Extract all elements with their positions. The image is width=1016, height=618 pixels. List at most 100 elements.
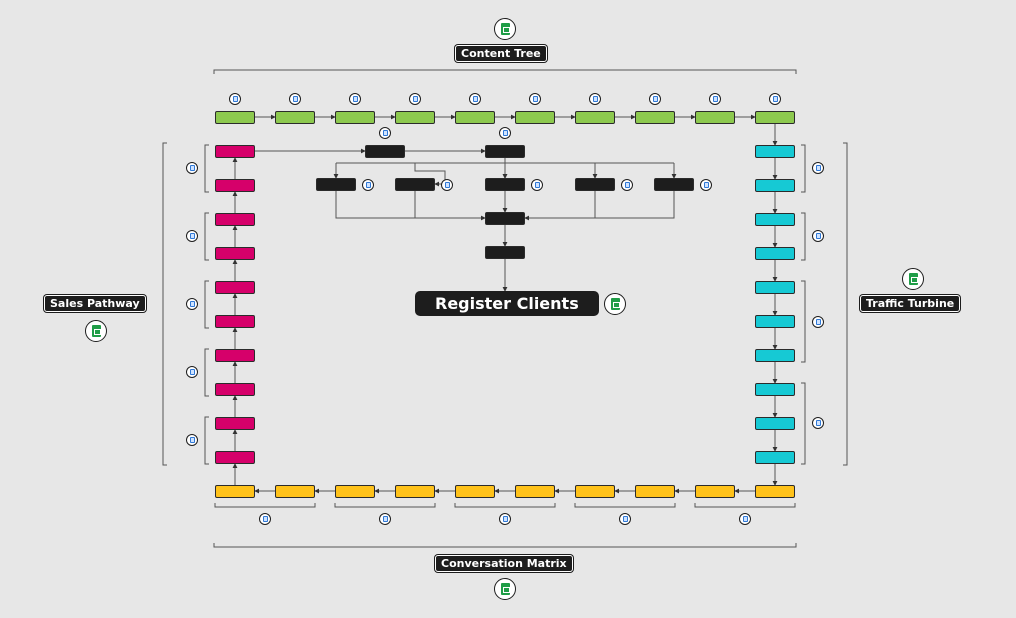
- content-doc-icon-5[interactable]: [469, 93, 481, 105]
- content-node-4[interactable]: [395, 111, 435, 124]
- core-step-1[interactable]: [316, 178, 356, 191]
- sales-node-2[interactable]: [215, 417, 255, 430]
- conversation-doc-icon-3[interactable]: [499, 513, 511, 525]
- content-doc-icon-10[interactable]: [769, 93, 781, 105]
- traffic-node-6[interactable]: [755, 315, 795, 328]
- conversation-node-10[interactable]: [215, 485, 255, 498]
- conversation-node-2[interactable]: [695, 485, 735, 498]
- core-link: [335, 191, 486, 221]
- core-step-2[interactable]: [395, 178, 435, 191]
- content-doc-icon-3[interactable]: [349, 93, 361, 105]
- register-clients-title: Register Clients: [415, 291, 599, 316]
- content-node-6[interactable]: [515, 111, 555, 124]
- conversation-node-3[interactable]: [635, 485, 675, 498]
- traffic-turbine-sheet-icon[interactable]: [902, 268, 924, 290]
- core-node-b[interactable]: [485, 145, 525, 158]
- traffic-node-9[interactable]: [755, 417, 795, 430]
- sales-node-4[interactable]: [215, 349, 255, 362]
- conversation-doc-icon-1[interactable]: [739, 513, 751, 525]
- traffic-node-2[interactable]: [755, 179, 795, 192]
- traffic-node-5[interactable]: [755, 281, 795, 294]
- conversation-node-7[interactable]: [395, 485, 435, 498]
- content-node-2[interactable]: [275, 111, 315, 124]
- sales-pathway-sheet-icon[interactable]: [85, 320, 107, 342]
- traffic-doc-icon-1[interactable]: [812, 162, 824, 174]
- core-final-node[interactable]: [485, 246, 525, 259]
- conversation-group-bracket: [454, 503, 556, 508]
- sales-group-bracket: [204, 144, 209, 193]
- traffic-node-7[interactable]: [755, 349, 795, 362]
- conversation-node-6[interactable]: [455, 485, 495, 498]
- sales-node-3[interactable]: [215, 383, 255, 396]
- sales-node-1[interactable]: [215, 451, 255, 464]
- content-doc-icon-2[interactable]: [289, 93, 301, 105]
- core-node-a[interactable]: [365, 145, 405, 158]
- content-node-7[interactable]: [575, 111, 615, 124]
- conversation-node-8[interactable]: [335, 485, 375, 498]
- conversation-doc-icon-4[interactable]: [379, 513, 391, 525]
- core-merge-node[interactable]: [485, 212, 525, 225]
- content-node-1[interactable]: [215, 111, 255, 124]
- traffic-doc-icon-4[interactable]: [812, 417, 824, 429]
- core-step-doc-icon-1[interactable]: [362, 179, 374, 191]
- sales-doc-icon-4[interactable]: [186, 366, 198, 378]
- core-doc-icon-a[interactable]: [379, 127, 391, 139]
- sales-doc-icon-1[interactable]: [186, 162, 198, 174]
- content-node-8[interactable]: [635, 111, 675, 124]
- sales-pathway-label: Sales Pathway: [44, 295, 146, 312]
- conversation-group-bracket: [214, 503, 316, 508]
- sales-doc-icon-5[interactable]: [186, 434, 198, 446]
- sales-bracket: [162, 142, 167, 466]
- sales-node-5[interactable]: [215, 315, 255, 328]
- content-doc-icon-6[interactable]: [529, 93, 541, 105]
- conversation-group-bracket: [574, 503, 676, 508]
- sales-node-10[interactable]: [215, 145, 255, 158]
- sales-doc-icon-2[interactable]: [186, 230, 198, 242]
- core-step-doc-icon-3[interactable]: [531, 179, 543, 191]
- conversation-node-1[interactable]: [755, 485, 795, 498]
- sales-node-8[interactable]: [215, 213, 255, 226]
- content-tree-sheet-icon[interactable]: [494, 18, 516, 40]
- traffic-node-8[interactable]: [755, 383, 795, 396]
- core-step-doc-icon-4[interactable]: [621, 179, 633, 191]
- traffic-bracket: [843, 142, 848, 466]
- content-node-10[interactable]: [755, 111, 795, 124]
- conversation-node-5[interactable]: [515, 485, 555, 498]
- content-doc-icon-1[interactable]: [229, 93, 241, 105]
- traffic-node-3[interactable]: [755, 213, 795, 226]
- sales-node-9[interactable]: [215, 179, 255, 192]
- traffic-doc-icon-2[interactable]: [812, 230, 824, 242]
- sales-node-7[interactable]: [215, 247, 255, 260]
- conversation-matrix-sheet-icon[interactable]: [494, 578, 516, 600]
- content-doc-icon-8[interactable]: [649, 93, 661, 105]
- traffic-node-4[interactable]: [755, 247, 795, 260]
- traffic-group-bracket: [801, 144, 806, 193]
- sales-doc-icon-3[interactable]: [186, 298, 198, 310]
- conversation-node-9[interactable]: [275, 485, 315, 498]
- traffic-turbine-label: Traffic Turbine: [860, 295, 961, 312]
- core-step-doc-icon-2[interactable]: [441, 179, 453, 191]
- core-step-3[interactable]: [485, 178, 525, 191]
- core-step-5[interactable]: [654, 178, 694, 191]
- content-tree-label: Content Tree: [455, 45, 547, 62]
- content-doc-icon-7[interactable]: [589, 93, 601, 105]
- content-node-5[interactable]: [455, 111, 495, 124]
- core-step-doc-icon-5[interactable]: [700, 179, 712, 191]
- register-clients-sheet-icon[interactable]: [604, 293, 626, 315]
- core-doc-icon-b[interactable]: [499, 127, 511, 139]
- content-doc-icon-9[interactable]: [709, 93, 721, 105]
- traffic-group-bracket: [801, 382, 806, 465]
- conversation-node-4[interactable]: [575, 485, 615, 498]
- core-step-4[interactable]: [575, 178, 615, 191]
- sales-node-6[interactable]: [215, 281, 255, 294]
- conversation-doc-icon-2[interactable]: [619, 513, 631, 525]
- content-node-9[interactable]: [695, 111, 735, 124]
- traffic-node-1[interactable]: [755, 145, 795, 158]
- content-node-3[interactable]: [335, 111, 375, 124]
- sales-group-bracket: [204, 212, 209, 261]
- traffic-doc-icon-3[interactable]: [812, 316, 824, 328]
- content-doc-icon-4[interactable]: [409, 93, 421, 105]
- traffic-node-10[interactable]: [755, 451, 795, 464]
- conversation-doc-icon-5[interactable]: [259, 513, 271, 525]
